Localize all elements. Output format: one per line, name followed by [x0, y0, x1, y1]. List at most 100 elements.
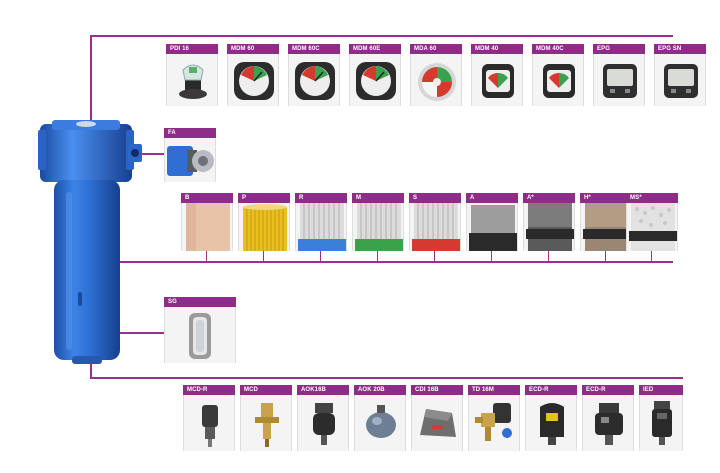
- element-label: A*: [523, 193, 575, 203]
- gauge-label: EPG: [593, 44, 645, 54]
- drain-card-ecd-r-1[interactable]: [525, 395, 577, 451]
- fa-fitting-icon: [167, 146, 214, 176]
- round-gauge-icon: [418, 63, 456, 101]
- gauge-label: MDA 60: [410, 44, 462, 54]
- square-gauge-icon: [543, 64, 575, 98]
- fa-card[interactable]: [164, 138, 216, 182]
- pdi16-icon: [179, 64, 207, 99]
- element-label: H*: [580, 193, 632, 203]
- electronic-gauge-icon: [603, 64, 637, 98]
- element-card-a-star[interactable]: [523, 203, 575, 251]
- fa-label: FA: [164, 128, 216, 138]
- element-card-m[interactable]: [352, 203, 404, 251]
- drain-card-td16m[interactable]: [468, 395, 520, 451]
- element-drop: [206, 251, 207, 261]
- element-label: P: [238, 193, 290, 203]
- square-gauge-icon: [482, 64, 514, 98]
- element-label: A: [466, 193, 518, 203]
- element-ms-star-icon: [629, 203, 677, 251]
- element-card-h-star[interactable]: [580, 203, 632, 251]
- drain-label: ECD-R: [582, 385, 634, 395]
- element-label: S: [409, 193, 461, 203]
- differential-gauge-icon: [295, 62, 335, 100]
- drain-label: TD 16M: [468, 385, 520, 395]
- drain-mcd-r-icon: [202, 405, 218, 447]
- gauge-card-mdm60e[interactable]: [349, 54, 401, 106]
- element-drop: [548, 251, 549, 261]
- gauge-card-epgsn[interactable]: [654, 54, 706, 106]
- element-card-p[interactable]: [238, 203, 290, 251]
- drain-label: AOK16B: [297, 385, 349, 395]
- mid-connector-horizontal: [90, 261, 673, 263]
- differential-gauge-icon: [234, 62, 274, 100]
- element-card-b[interactable]: [181, 203, 233, 251]
- drain-td16m-icon: [475, 403, 512, 441]
- element-a-icon: [469, 205, 517, 251]
- element-card-ms-star[interactable]: [626, 203, 678, 251]
- drain-ied-icon: [652, 401, 672, 445]
- bottom-connector-vertical: [90, 360, 92, 378]
- element-drop: [263, 251, 264, 261]
- element-p-icon: [243, 204, 287, 251]
- element-drop: [434, 251, 435, 261]
- top-connector-vertical: [90, 35, 92, 127]
- gauge-label: EPG SN: [654, 44, 706, 54]
- drain-label: IED: [639, 385, 683, 395]
- gauge-label: MDM 60C: [288, 44, 340, 54]
- gauge-card-mdm40[interactable]: [471, 54, 523, 106]
- sightglass-icon: [189, 313, 211, 359]
- element-card-r[interactable]: [295, 203, 347, 251]
- element-label: M: [352, 193, 404, 203]
- gauge-card-mdm40c[interactable]: [532, 54, 584, 106]
- gauge-card-mdm60[interactable]: [227, 54, 279, 106]
- element-drop: [605, 251, 606, 261]
- gauge-card-epg[interactable]: [593, 54, 645, 106]
- element-m-icon: [355, 203, 403, 251]
- element-drop: [651, 251, 652, 261]
- element-s-icon: [412, 203, 460, 251]
- element-b-icon: [186, 203, 230, 251]
- element-drop: [377, 251, 378, 261]
- drain-mcd-icon: [255, 403, 279, 447]
- drain-aok20b-icon: [366, 405, 396, 438]
- element-drop: [320, 251, 321, 261]
- electronic-gauge-icon: [664, 64, 698, 98]
- element-card-s[interactable]: [409, 203, 461, 251]
- drain-card-aok20b[interactable]: [354, 395, 406, 451]
- drain-ecd-r-icon: [540, 403, 564, 445]
- drain-card-mcd-r[interactable]: [183, 395, 235, 451]
- gauge-label: MDM 40C: [532, 44, 584, 54]
- element-drop: [491, 251, 492, 261]
- sightglass-card[interactable]: [164, 307, 236, 363]
- drain-ecd-r-alt-icon: [595, 403, 623, 445]
- element-label: R: [295, 193, 347, 203]
- bottom-connector-horizontal: [90, 377, 683, 379]
- gauge-label: PDI 16: [166, 44, 218, 54]
- differential-gauge-icon: [356, 62, 396, 100]
- drain-label: ECD-R: [525, 385, 577, 395]
- drain-label: AOK 20B: [354, 385, 406, 395]
- element-label: MS*: [626, 193, 678, 203]
- drain-label: CDI 16B: [411, 385, 463, 395]
- gauge-card-pdi16[interactable]: [166, 54, 218, 106]
- drain-label: MCD: [240, 385, 292, 395]
- element-label: B: [181, 193, 233, 203]
- fa-connector: [142, 153, 164, 155]
- element-h-star-icon: [583, 203, 631, 251]
- drain-card-cdi16b[interactable]: [411, 395, 463, 451]
- filter-housing: [38, 120, 142, 364]
- gauge-label: MDM 60E: [349, 44, 401, 54]
- drain-card-ied[interactable]: [639, 395, 683, 451]
- drain-cdi16b-icon: [420, 409, 456, 437]
- gauge-card-mda60[interactable]: [410, 54, 462, 106]
- drain-card-mcd[interactable]: [240, 395, 292, 451]
- element-card-a[interactable]: [466, 203, 518, 251]
- drain-card-ecd-r-2[interactable]: [582, 395, 634, 451]
- drain-label: MCD-R: [183, 385, 235, 395]
- element-r-icon: [298, 203, 346, 251]
- gauge-label: MDM 60: [227, 44, 279, 54]
- gauge-label: MDM 40: [471, 44, 523, 54]
- drain-card-aok16b[interactable]: [297, 395, 349, 451]
- gauge-card-mdm60c[interactable]: [288, 54, 340, 106]
- top-connector-horizontal: [90, 35, 673, 37]
